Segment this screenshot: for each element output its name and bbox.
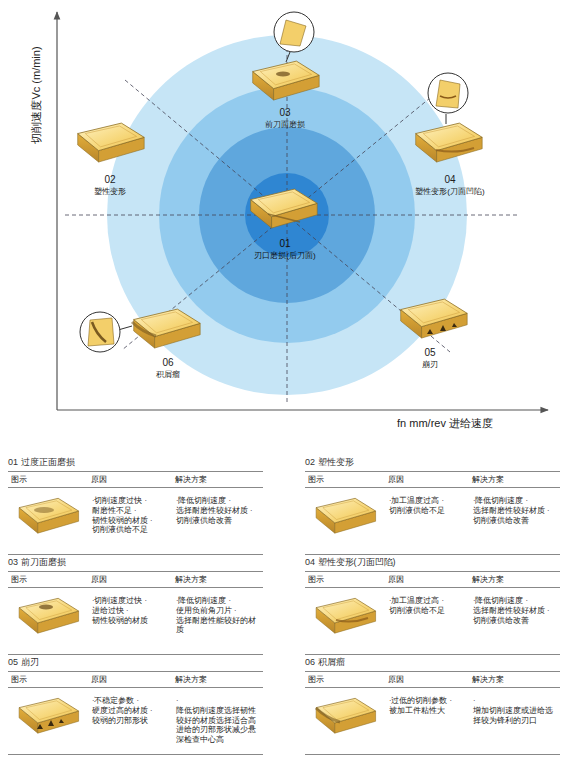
header-cell: 解决方案: [172, 572, 263, 588]
remedy-table: 05 崩刃图示原因解决方案·不稳定参数 ·硬度过高的材质 ·较弱的刃部形状·降低…: [8, 655, 263, 755]
solution-cell: ·降低切削速度 ·选择耐磨性较好材质 ·切削液供给改善: [469, 488, 560, 554]
wear-name: 积屑瘤: [156, 370, 180, 379]
cause-cell: ·加工温度过高 ·切削液供给不足: [385, 588, 469, 654]
wear-name: 塑性变形: [94, 187, 126, 196]
header-cell: 图示: [305, 472, 385, 488]
cause-cell: ·加工温度过高 ·切削液供给不足: [385, 488, 469, 554]
callout-number: 03: [279, 107, 290, 119]
axis-x: fn mm/rev 进给速度: [397, 417, 493, 430]
solution-cell: ·降低切削速度 ·使用负前角刀片 ·选择耐磨性能较好的材质: [172, 588, 263, 654]
table-title: 06 积屑瘤: [305, 655, 560, 671]
cause-cell: ·切削速度过快 ·进给过快 ·韧性较弱的材质: [88, 588, 172, 654]
image-cell: [305, 588, 385, 654]
remedy-table: 04 塑性变形(刀面凹陷)图示原因解决方案·加工温度过高 ·切削液供给不足·降低…: [305, 555, 560, 655]
remedy-table: 06 积屑瘤图示原因解决方案·过低的切削参数 ·被加工件粘性大·增加切削速度或进…: [305, 655, 560, 755]
remedy-table: 03 前刀面磨损图示原因解决方案·切削速度过快 ·进给过快 ·韧性较弱的材质·降…: [8, 555, 263, 655]
table-title: 03 前刀面磨损: [8, 555, 263, 571]
header-cell: 原因: [88, 572, 172, 588]
header-cell: 图示: [8, 472, 88, 488]
wear-name: 塑性变形(刀面凹陷): [415, 187, 484, 196]
header-cell: 原因: [88, 672, 172, 688]
table-grid: 图示原因解决方案·不稳定参数 ·硬度过高的材质 ·较弱的刃部形状·降低切削速度选…: [8, 671, 263, 755]
wear-name: 刃口磨损(后刀面): [254, 251, 315, 260]
callout-number: 05: [424, 347, 435, 359]
solution-cell: ·增加切削速度或进给选择较为锋利的刃口: [469, 688, 560, 754]
header-cell: 原因: [385, 472, 469, 488]
cause-cell: ·过低的切削参数 ·被加工件粘性大: [385, 688, 469, 754]
table-grid: 图示原因解决方案·过低的切削参数 ·被加工件粘性大·增加切削速度或进给选择较为锋…: [305, 671, 560, 755]
cause-cell: ·切削速度过快 ·耐磨性不足 ·韧性较弱的材质 ·切削液供给不足: [88, 488, 172, 554]
callout-number: 02: [104, 174, 115, 186]
header-cell: 解决方案: [469, 672, 560, 688]
callout-number: 04: [444, 174, 455, 186]
header-cell: 解决方案: [469, 472, 560, 488]
solution-cell: ·降低切削速度 ·选择耐磨性较好材质 ·切削液供给改善: [469, 588, 560, 654]
image-cell: [305, 488, 385, 554]
cause-cell: ·不稳定参数 ·硬度过高的材质 ·较弱的刃部形状: [88, 688, 172, 754]
header-cell: 图示: [305, 672, 385, 688]
callout-number: 06: [162, 357, 173, 369]
wear-name: 崩刃: [422, 360, 438, 369]
solution-cell: ·降低切削速度 ·选择耐磨性较好材质 ·切削液供给改善: [172, 488, 263, 554]
table-title: 04 塑性变形(刀面凹陷): [305, 555, 560, 571]
header-cell: 原因: [385, 572, 469, 588]
table-grid: 图示原因解决方案·加工温度过高 ·切削液供给不足·降低切削速度 ·选择耐磨性较好…: [305, 471, 560, 555]
remedy-table: 01 过度正面磨损图示原因解决方案·切削速度过快 ·耐磨性不足 ·韧性较弱的材质…: [8, 455, 263, 555]
header-cell: 解决方案: [172, 672, 263, 688]
solution-cell: ·降低切削速度选择韧性较好的材质选择适合高进给的刃部形状减少悬深检查中心高: [172, 688, 263, 754]
image-cell: [8, 588, 88, 654]
header-cell: 图示: [8, 572, 88, 588]
table-grid: 图示原因解决方案·切削速度过快 ·耐磨性不足 ·韧性较弱的材质 ·切削液供给不足…: [8, 471, 263, 555]
header-cell: 图示: [305, 572, 385, 588]
header-cell: 解决方案: [469, 572, 560, 588]
table-grid: 图示原因解决方案·切削速度过快 ·进给过快 ·韧性较弱的材质·降低切削速度 ·使…: [8, 571, 263, 655]
image-cell: [8, 488, 88, 554]
header-cell: 解决方案: [172, 472, 263, 488]
image-cell: [8, 688, 88, 754]
header-cell: 图示: [8, 672, 88, 688]
remedy-table: 02 塑性变形图示原因解决方案·加工温度过高 ·切削液供给不足·降低切削速度 ·…: [305, 455, 560, 555]
header-cell: 原因: [88, 472, 172, 488]
table-title: 01 过度正面磨损: [8, 455, 263, 471]
table-title: 02 塑性变形: [305, 455, 560, 471]
image-cell: [305, 688, 385, 754]
wear-name: 前刀面磨损: [265, 120, 305, 129]
table-grid: 图示原因解决方案·加工温度过高 ·切削液供给不足·降低切削速度 ·选择耐磨性较好…: [305, 571, 560, 655]
axis-y: 切削速度Vc (m/min): [30, 46, 43, 143]
table-title: 05 崩刃: [8, 655, 263, 671]
callout-number: 01: [279, 238, 290, 250]
header-cell: 原因: [385, 672, 469, 688]
